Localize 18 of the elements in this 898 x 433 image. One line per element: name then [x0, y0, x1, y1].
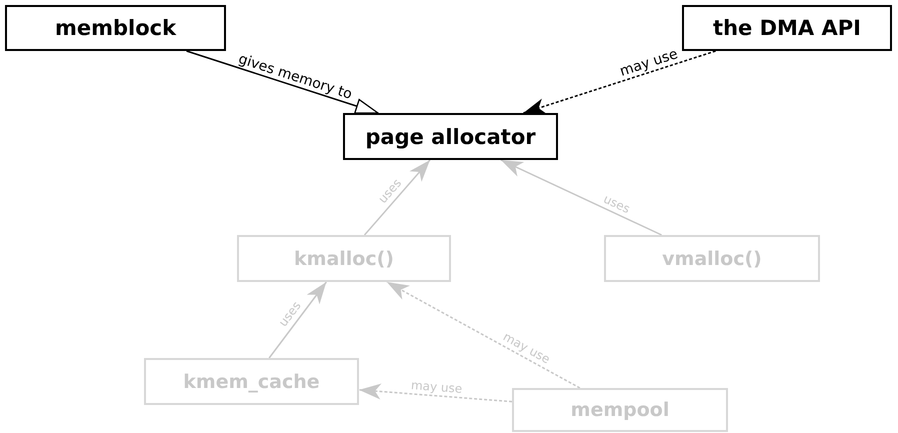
node-label: memblock — [54, 16, 176, 40]
arrow — [358, 384, 512, 402]
node-label: the DMA API — [713, 16, 861, 40]
edge-label: may use — [618, 47, 680, 79]
arrow — [386, 281, 580, 389]
process-box — [5, 5, 226, 51]
process-box — [237, 235, 451, 282]
process-box — [343, 113, 558, 160]
process-box — [682, 5, 892, 51]
arrow — [268, 282, 327, 358]
arrow — [500, 159, 662, 236]
process-box — [512, 388, 728, 432]
process-box — [144, 358, 359, 405]
process-box — [604, 235, 820, 282]
arrow — [186, 50, 379, 114]
node-label: page allocator — [365, 124, 536, 148]
arrow — [364, 160, 431, 236]
arrow — [523, 50, 716, 114]
